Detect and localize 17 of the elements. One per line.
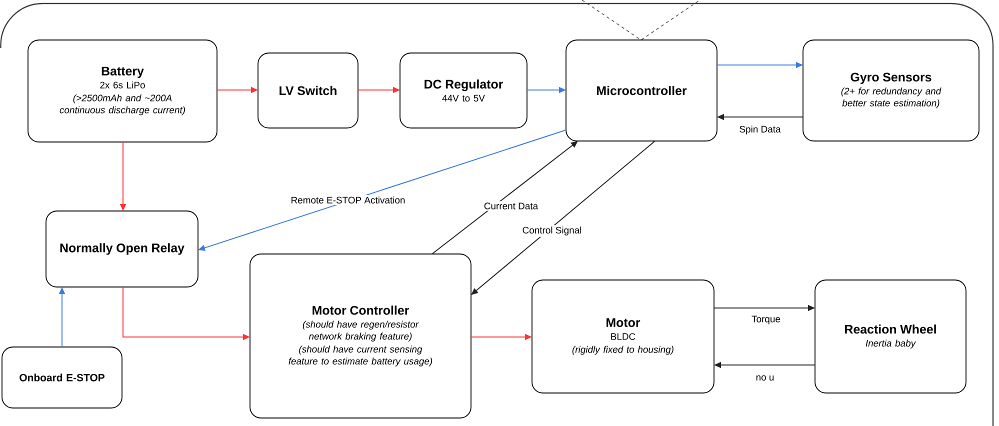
- edge-label: Torque: [750, 314, 782, 326]
- process-box: Gyro Sensors (2+ for redundancy and better state estimation): [802, 40, 980, 142]
- process-box: Motor BLDC (rigidly fixed to housing): [532, 280, 714, 394]
- edge-label: Current Data: [482, 201, 540, 211]
- process-box: LV Switch: [258, 52, 358, 128]
- edge-label: no u: [754, 374, 776, 382]
- process-box: Normally Open Relay: [46, 210, 198, 288]
- process-box: Microcontroller: [566, 40, 718, 142]
- button-box: Onboard E-STOP: [2, 346, 122, 408]
- process-box: Battery 2x 6s LiPo (>2500mAh and ~200A continuous discharge current): [28, 40, 218, 142]
- arrow: [471, 140, 656, 295]
- edge-label: Remote E-STOP Activation: [289, 195, 407, 205]
- edge-label: Spin Data: [738, 124, 782, 136]
- edge-label: Control Signal: [520, 225, 584, 237]
- process-box: DC Regulator 44V to 5V: [400, 52, 528, 128]
- process-box: Motor Controller (should have regen/resistor network braking feature) (should have current sensing feature to estimate battery usage): [250, 254, 472, 418]
- process-box: Reaction Wheel Inertia baby: [814, 280, 966, 394]
